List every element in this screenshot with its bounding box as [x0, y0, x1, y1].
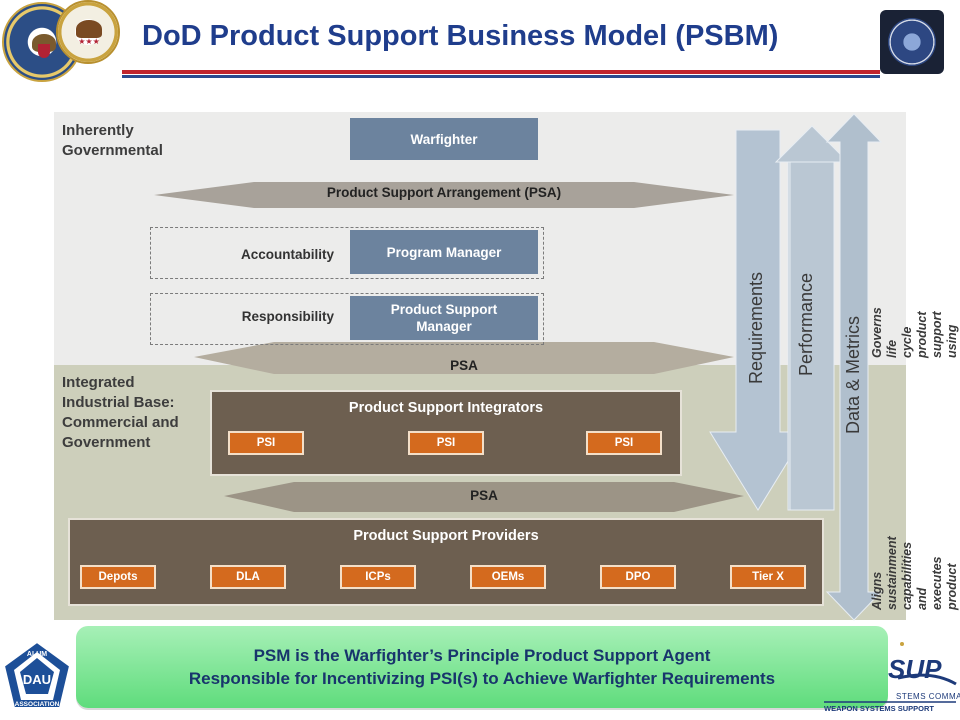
- accountability-label: Accountability: [240, 247, 334, 262]
- psa-lower-label: PSA: [470, 488, 498, 503]
- providers-title: Product Support Providers: [353, 528, 539, 544]
- secretary-of-defense-seal-icon: ★★★: [56, 0, 120, 64]
- psa-band-top: [154, 182, 734, 208]
- psa-band-bottom: [224, 482, 744, 512]
- psbm-diagram: Inherently Governmental Integrated Indus…: [54, 112, 959, 621]
- governs-note: Governs life cycle product support using…: [870, 307, 959, 358]
- psi-box: PSI: [228, 431, 304, 455]
- page-title: DoD Product Support Business Model (PSBM…: [142, 20, 779, 52]
- data-metrics-arrow: [825, 113, 883, 621]
- navsup-command: STEMS COMMAND: [896, 692, 960, 701]
- requirements-arrow: [709, 129, 807, 511]
- performance-label: Performance: [796, 272, 816, 376]
- responsibility-label: Responsibility: [241, 309, 334, 324]
- navsup-subtitle: WEAPON SYSTEMS SUPPORT: [824, 704, 935, 713]
- requirements-label: Requirements: [746, 271, 766, 384]
- psi-box: PSI: [408, 431, 484, 455]
- product-support-seal-icon: [880, 10, 944, 74]
- performance-arrow-head: [774, 125, 850, 163]
- program-manager-box: Program Manager: [350, 230, 538, 274]
- psi-box: PSI: [586, 431, 662, 455]
- providers-panel: Product Support Providers: [68, 518, 824, 606]
- integrators-title: Product Support Integrators: [348, 400, 544, 416]
- psa-band-middle: [194, 342, 734, 374]
- zone-label-industrial: Integrated Industrial Base: Commercial a…: [62, 374, 179, 451]
- psa-upper-label: PSA: [450, 358, 478, 373]
- navsup-word: SUP: [888, 654, 942, 684]
- diagram-shapes: [154, 113, 883, 621]
- psa-full-label: Product Support Arrangement (PSA): [326, 185, 562, 200]
- aligns-note: Aligns sustainment capabilities and exec…: [870, 536, 959, 610]
- callout-line-2: Responsible for Incentivizing PSI(s) to …: [188, 669, 776, 688]
- stars-icon: ★★★: [78, 37, 100, 46]
- dau-association-text: ASSOCIATION: [15, 701, 60, 708]
- summary-callout: PSM is the Warfighter’s Principle Produc…: [76, 626, 888, 708]
- provider-box-oems: OEMs: [470, 565, 546, 589]
- eagle-icon: [76, 20, 102, 38]
- provider-box-dla: DLA: [210, 565, 286, 589]
- responsibility-frame: [150, 293, 544, 345]
- title-rule-blue: [122, 75, 880, 78]
- product-support-manager-box: Product Support Manager: [350, 296, 538, 340]
- dau-alum-text: ALUM: [27, 651, 47, 658]
- shield-icon: [38, 44, 50, 58]
- accountability-frame: [150, 227, 544, 279]
- callout-line-1: PSM is the Warfighter’s Principle Produc…: [253, 646, 711, 665]
- dau-alumni-logo-icon: ALUM DAU ASSOCIATION: [2, 640, 72, 709]
- warfighter-box: Warfighter: [350, 118, 538, 160]
- provider-box-depots: Depots: [80, 565, 156, 589]
- provider-box-tier-x: Tier X: [730, 565, 806, 589]
- zone-label-governmental: Inherently Governmental: [62, 122, 163, 159]
- data-metrics-label: Data & Metrics: [843, 315, 863, 434]
- navsup-logo-icon: [824, 642, 957, 703]
- dau-text: DAU: [23, 672, 51, 687]
- provider-box-dpo: DPO: [600, 565, 676, 589]
- title-rule-red: [122, 70, 880, 74]
- provider-box-icps: ICPs: [340, 565, 416, 589]
